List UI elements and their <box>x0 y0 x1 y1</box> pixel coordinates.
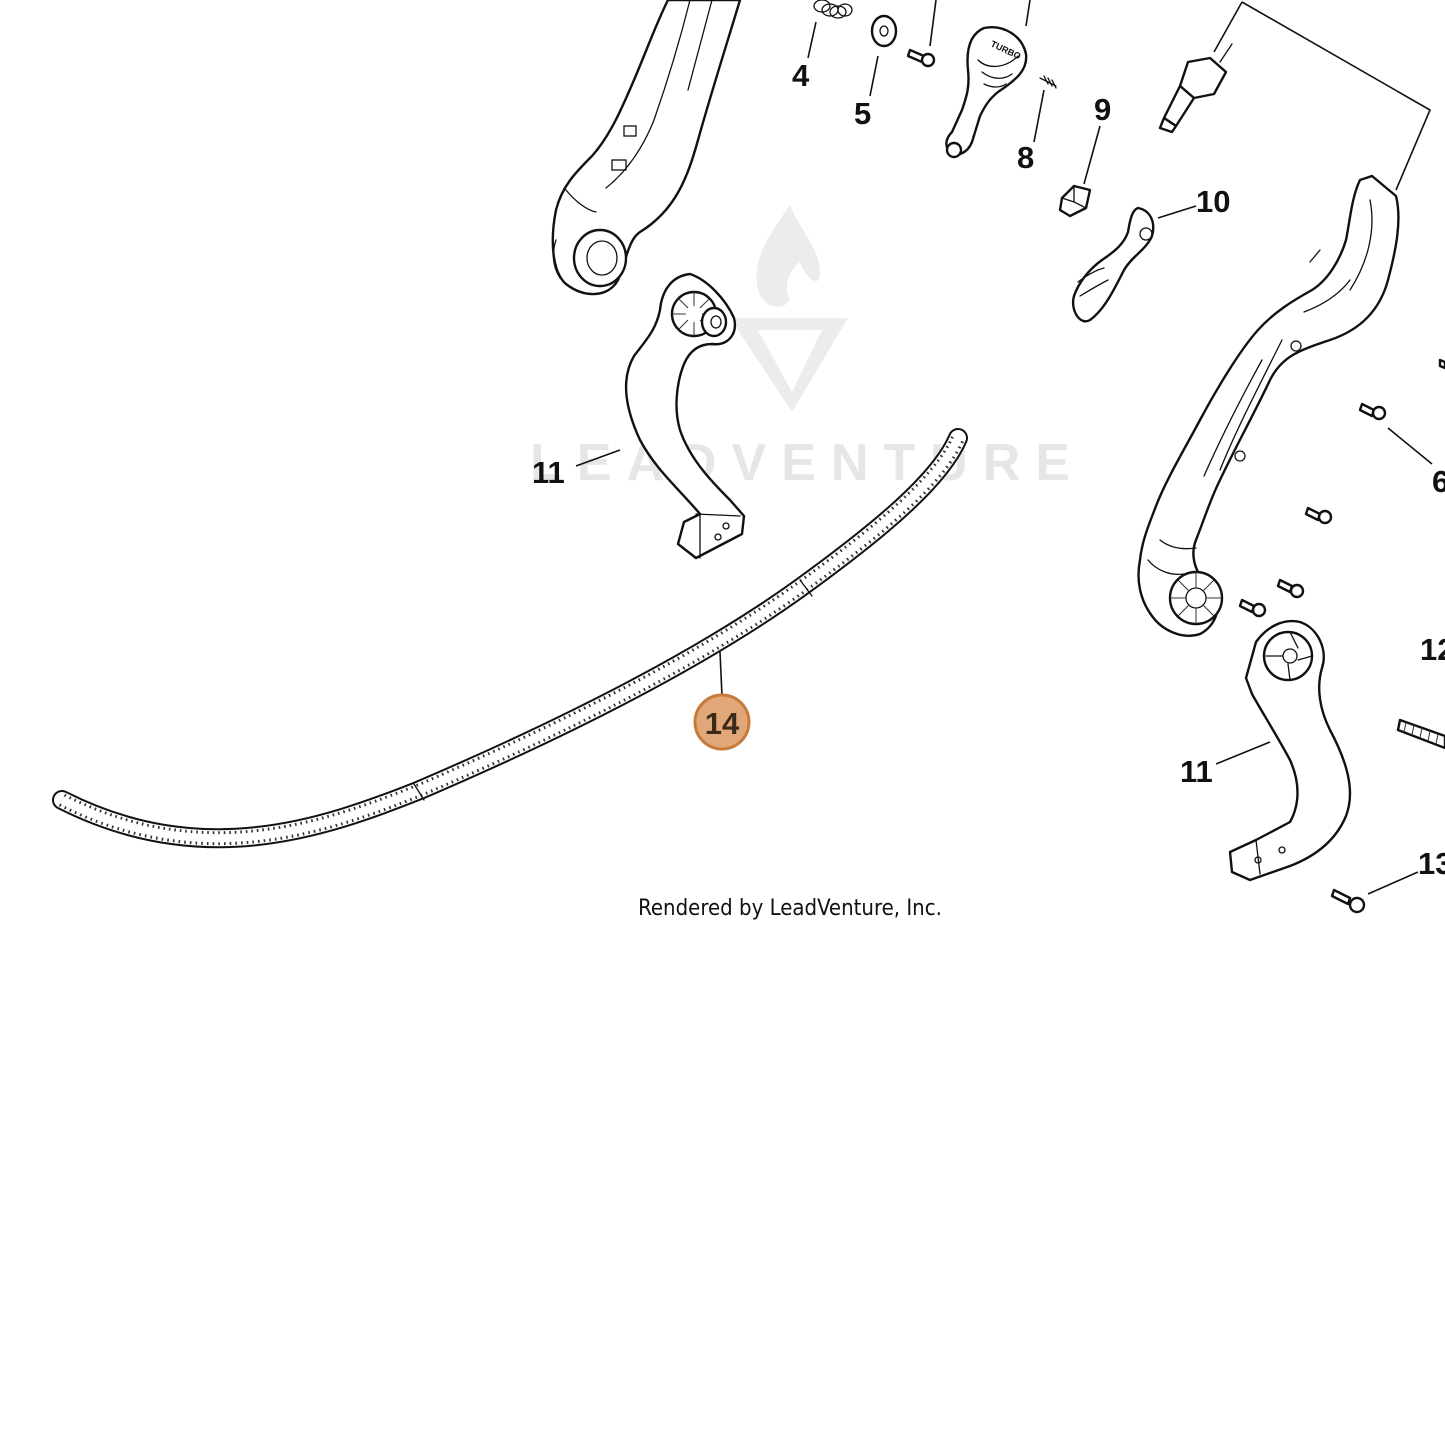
screw-top <box>906 48 936 68</box>
render-credit: Rendered by LeadVenture, Inc. <box>638 896 942 921</box>
callout-4[interactable]: 4 <box>792 58 810 93</box>
callout-13[interactable]: 13 <box>1418 846 1445 881</box>
bracket-part-11-left <box>624 272 746 560</box>
callout-6[interactable]: 6 <box>1432 464 1445 499</box>
watermark-text: LEADVENTURE <box>530 434 1085 492</box>
threaded-rod-part-12 <box>1396 718 1445 750</box>
block-part-9 <box>1058 184 1092 218</box>
washer-part-5 <box>870 14 898 48</box>
callout-5[interactable]: 5 <box>854 96 871 131</box>
callout-12[interactable]: 12 <box>1420 632 1445 667</box>
screws-right <box>1238 358 1445 914</box>
watermark-v-icon <box>730 318 848 412</box>
callout-11-right[interactable]: 11 <box>1180 754 1213 789</box>
fitting-top-right <box>1158 43 1233 134</box>
watermark-flame-icon <box>756 205 821 307</box>
callout-11-left[interactable]: 11 <box>532 455 565 490</box>
bracket-part-11-right <box>1228 619 1352 882</box>
watermark: LEADVENTURE <box>530 205 1085 492</box>
callout-9[interactable]: 9 <box>1094 92 1111 127</box>
callout-8[interactable]: 8 <box>1017 140 1034 175</box>
callout-labels: 4 5 6 8 9 10 11 11 12 13 14 <box>532 58 1445 881</box>
spring-part-4 <box>813 0 853 19</box>
spring-part-8 <box>1039 75 1057 89</box>
leader-lines <box>575 0 1433 895</box>
callout-14-badge[interactable] <box>693 693 751 751</box>
callout-10[interactable]: 10 <box>1196 184 1230 219</box>
flex-shaft-part-14 <box>52 428 968 849</box>
callout-14-highlight[interactable]: 14 <box>693 693 751 751</box>
lever-part-10 <box>1071 206 1155 323</box>
left-handle-housing <box>551 0 742 296</box>
right-bevel-gear <box>1168 570 1224 626</box>
callout-14[interactable]: 14 <box>705 706 740 741</box>
turbo-trigger: TURBO <box>945 26 1028 159</box>
right-handle-housing <box>1137 174 1400 637</box>
